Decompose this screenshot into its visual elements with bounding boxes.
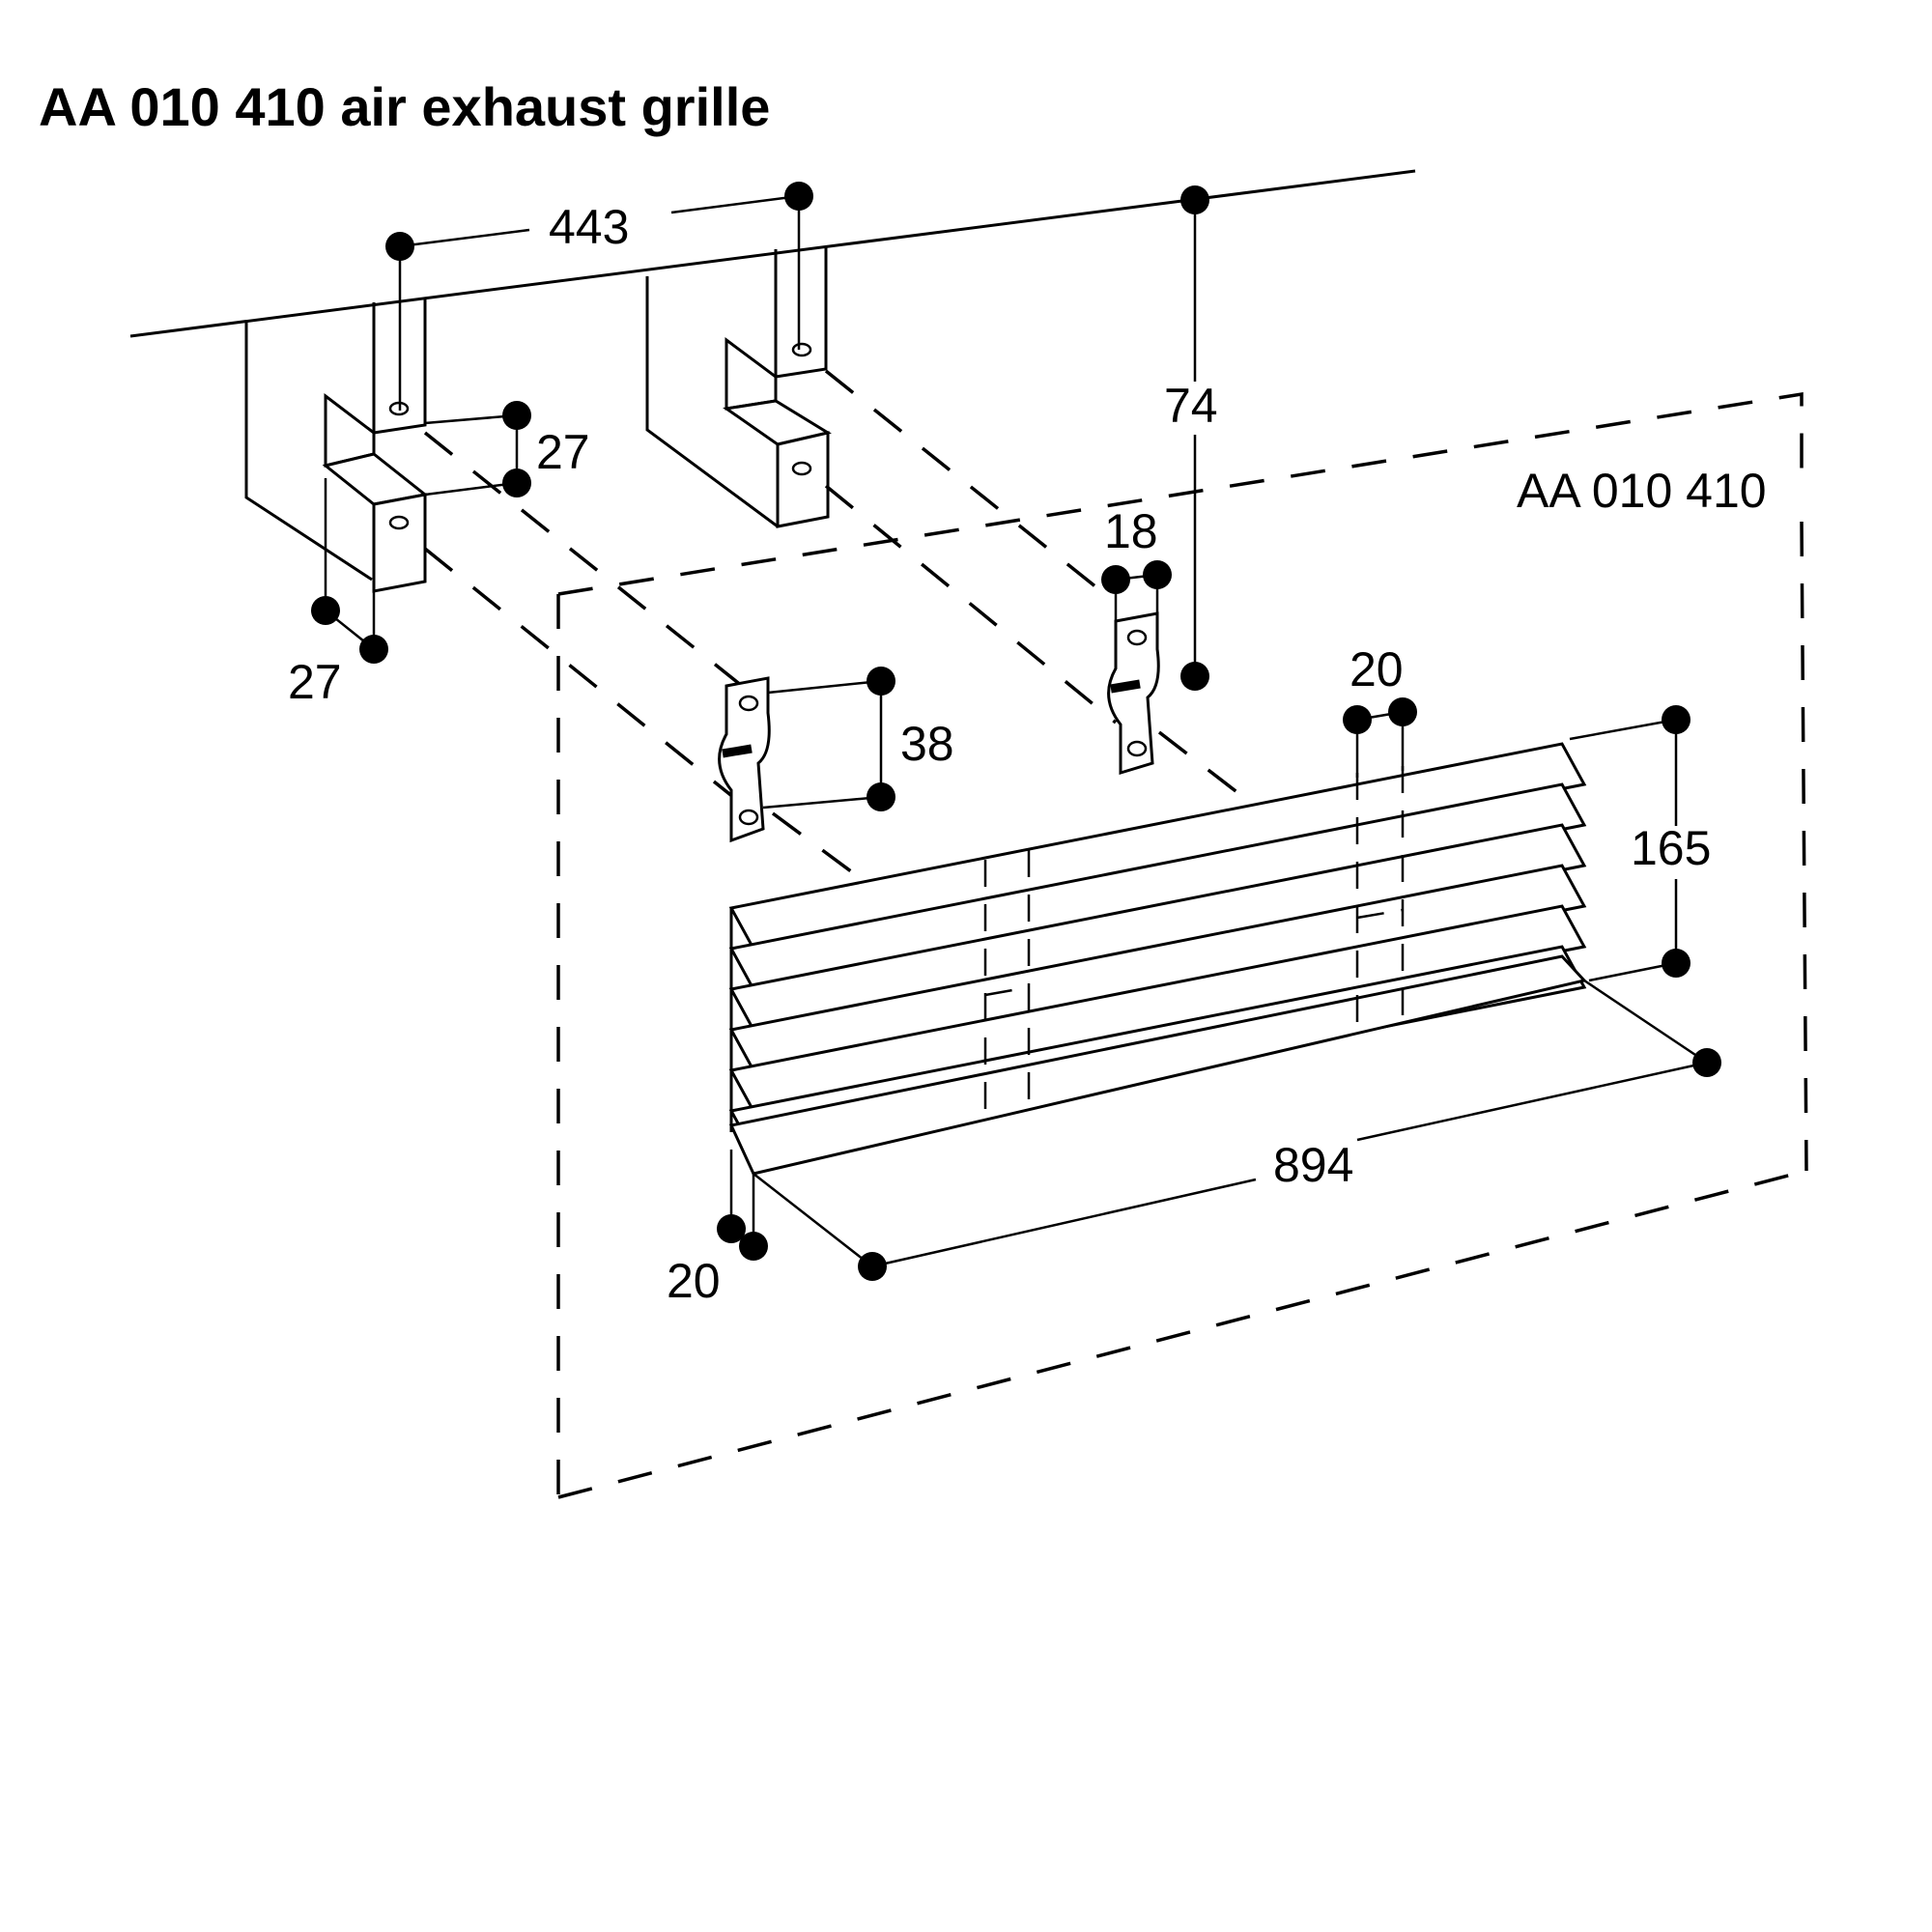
dimension-mount-width-bottom: 27: [288, 478, 388, 709]
exhaust-grille: [728, 742, 1587, 1176]
dim-74: 74: [1164, 379, 1218, 433]
dimension-bracket-height: 74: [1164, 185, 1218, 691]
wall-cutout-outline: [556, 391, 1808, 1499]
model-label: AA 010 410: [1517, 464, 1767, 518]
dimension-bracket-spacing: 443: [385, 182, 813, 411]
dimension-slot-width: 20: [1343, 642, 1417, 778]
dimension-mount-width-top: 27: [424, 401, 590, 497]
dim-27-bottom: 27: [288, 655, 342, 709]
dimension-grille-height: 165: [1569, 705, 1711, 982]
dim-38: 38: [900, 717, 954, 771]
dimension-clip-height: 38: [762, 667, 954, 811]
dim-894: 894: [1273, 1138, 1353, 1192]
dim-18: 18: [1104, 504, 1158, 558]
ceiling-line: [129, 169, 1416, 338]
dimension-grille-length: 894: [753, 979, 1721, 1281]
dimension-clip-width: 18: [1101, 504, 1172, 621]
dim-20-depth: 20: [667, 1254, 721, 1308]
dim-27-top: 27: [536, 425, 590, 479]
right-mounting-bracket: [645, 246, 832, 528]
dimension-grille-depth: 20: [667, 1150, 768, 1308]
dim-165: 165: [1631, 821, 1711, 875]
diagram-title: AA 010 410 air exhaust grille: [39, 76, 770, 137]
right-mounting-clip: [1107, 611, 1160, 776]
left-mounting-bracket: [244, 299, 429, 593]
left-mounting-clip: [718, 676, 771, 843]
dim-443: 443: [549, 200, 629, 254]
dim-20-slot: 20: [1350, 642, 1404, 696]
